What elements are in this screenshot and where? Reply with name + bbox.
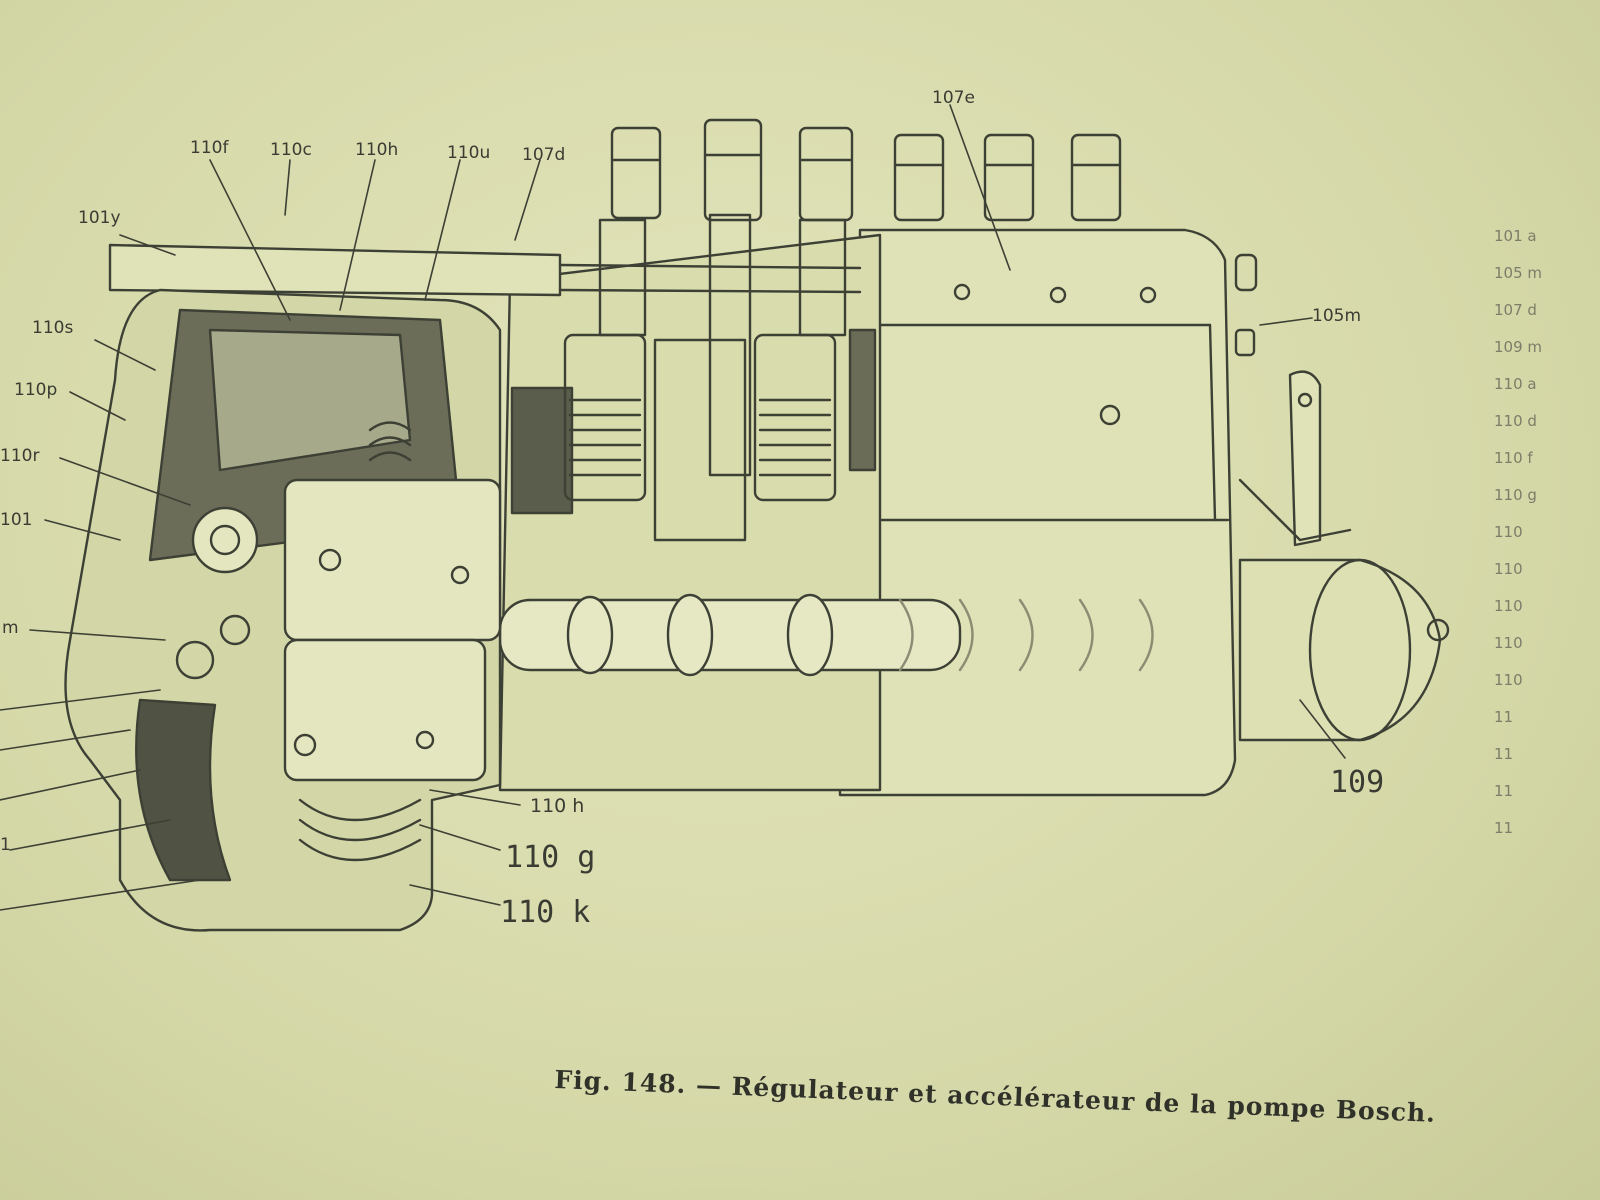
label-m: m [2, 618, 19, 638]
legend-entry: 110 [1494, 671, 1523, 689]
legend-entry: 105 m [1494, 264, 1543, 282]
pump-body [838, 228, 1237, 797]
label-110p: 110p [14, 380, 58, 400]
label-109: 109 [1330, 765, 1385, 800]
label-110s: 110s [32, 318, 74, 338]
label-110f: 110f [190, 138, 229, 158]
legend-entry: 11 [1494, 708, 1514, 726]
drive-flange [1238, 558, 1450, 742]
legend-entry: 110 [1494, 634, 1523, 652]
legend-entry: 101 a [1494, 227, 1537, 245]
legend-column: 101 a 105 m 107 d 109 m 110 a 110 d 110 f 110 g… [1494, 218, 1542, 847]
label-107d: 107d [522, 145, 566, 165]
label-1: 1 [0, 835, 11, 855]
leader-lines [0, 104, 1346, 911]
governor-flyweights [175, 421, 502, 862]
plungers [563, 213, 847, 542]
legend-entry: 110 [1494, 560, 1523, 578]
label-110r: 110r [0, 446, 40, 466]
label-101y: 101y [78, 208, 121, 228]
legend-entry: 110 a [1494, 375, 1537, 393]
delivery-valves [610, 118, 1122, 222]
label-110k: 110 k [500, 895, 591, 930]
camshaft [498, 593, 1154, 677]
legend-entry: 110 g [1494, 486, 1537, 504]
legend-entry: 11 [1494, 782, 1514, 800]
label-110h: 110 h [530, 795, 585, 817]
label-101: 101 [0, 510, 33, 530]
legend-entry: 110 f [1494, 449, 1533, 467]
label-107e: 107e [932, 88, 975, 108]
label-110u: 110u [447, 143, 491, 163]
label-110c: 110c [270, 140, 312, 160]
legend-entry: 109 m [1494, 338, 1543, 356]
control-rod [108, 243, 562, 297]
accelerator-lever [1234, 253, 1352, 547]
label-105m: 105m [1312, 306, 1362, 326]
label-110h-top: 110h [355, 140, 399, 160]
legend-entry: 11 [1494, 745, 1514, 763]
legend-entry: 110 [1494, 597, 1523, 615]
legend-entry: 11 [1494, 819, 1514, 837]
label-110g: 110 g [505, 840, 596, 875]
legend-entry: 110 [1494, 523, 1523, 541]
legend-entry: 110 d [1494, 412, 1537, 430]
legend-entry: 107 d [1494, 301, 1537, 319]
